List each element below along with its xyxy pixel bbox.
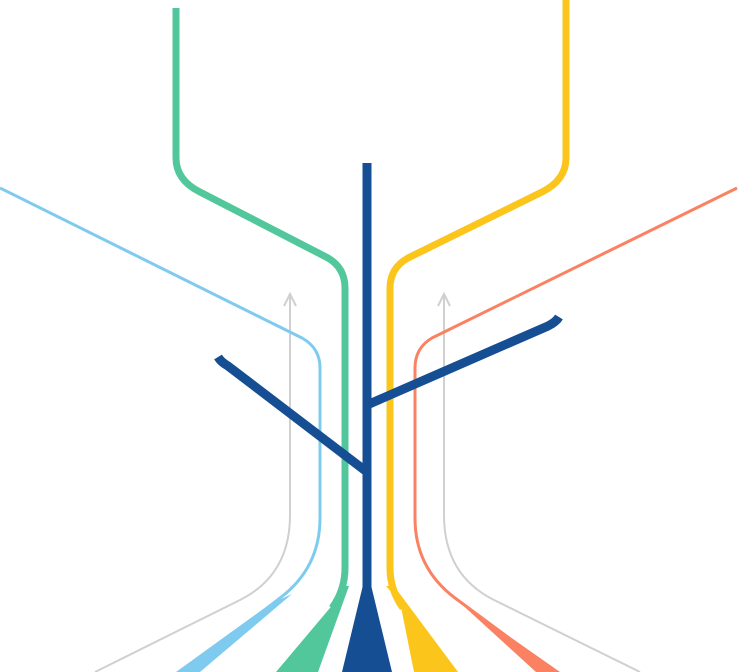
light-blue-line [0,186,322,672]
navy-trunk-wedge [342,585,392,672]
light-blue-wedge [176,594,292,672]
green-wedge [276,586,349,672]
orange-line [413,186,738,672]
navy-branch-left [214,354,370,476]
gray-line-left [94,296,291,672]
gray-line-right [443,296,641,672]
navy-branch-right [365,314,563,410]
arrow-up-icon-right [437,291,451,307]
yellow-wedge [386,586,458,672]
arrow-up-icon-left [283,291,297,307]
